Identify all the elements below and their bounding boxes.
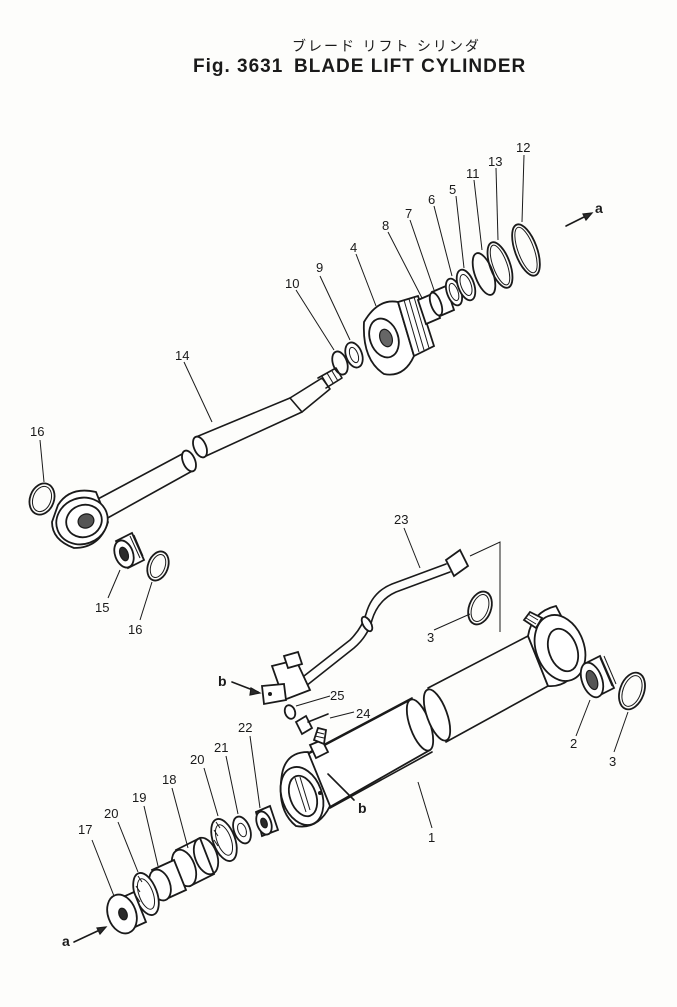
seal-9 bbox=[344, 341, 364, 369]
connector-b-left-arrow bbox=[231, 681, 262, 696]
title-japanese: ブレード リフト シリンダ bbox=[292, 38, 481, 55]
piston-end-17 bbox=[106, 890, 148, 935]
washer-25 bbox=[283, 704, 297, 720]
callout-10: 10 bbox=[285, 276, 299, 291]
cylinder-bottom-eye bbox=[522, 604, 587, 687]
connector-b-left: b bbox=[218, 673, 227, 689]
connector-a-top: a bbox=[595, 200, 603, 216]
bushing-2 bbox=[579, 654, 617, 699]
pipe-leader bbox=[469, 541, 501, 632]
snap-ring-16-upper bbox=[28, 482, 56, 516]
callout-23: 23 bbox=[394, 512, 408, 527]
rod-break-lower bbox=[181, 449, 197, 473]
callout-3-right: 3 bbox=[609, 754, 616, 769]
tube-break-rear bbox=[422, 688, 452, 742]
callout-2: 2 bbox=[570, 736, 577, 751]
rod-neck bbox=[289, 377, 331, 413]
tube-bottom-edge bbox=[329, 751, 433, 809]
callout-22: 22 bbox=[238, 720, 252, 735]
callout-7: 7 bbox=[405, 206, 412, 221]
bushing-15 bbox=[113, 531, 146, 570]
connector-a-bottom: a bbox=[62, 933, 70, 949]
pipe-flange bbox=[261, 650, 312, 706]
pipe-break bbox=[360, 615, 374, 633]
callout-16-lower: 16 bbox=[128, 622, 142, 637]
rod-assembly bbox=[28, 212, 594, 582]
callout-18: 18 bbox=[162, 772, 176, 787]
snap-ring-3-upper bbox=[467, 590, 493, 626]
tube-port-boss bbox=[308, 726, 330, 760]
connector-b-right: b bbox=[358, 800, 367, 816]
connector-b-right-arrow bbox=[327, 773, 355, 801]
title-english: BLADE LIFT CYLINDER bbox=[294, 56, 526, 77]
connector-labels: a a b b bbox=[62, 200, 603, 949]
piston-assembly bbox=[73, 804, 280, 943]
callout-17: 17 bbox=[78, 822, 92, 837]
bolt-24 bbox=[294, 713, 329, 736]
callout-6: 6 bbox=[428, 192, 435, 207]
leader-lines bbox=[39, 154, 629, 897]
callout-25: 25 bbox=[330, 688, 344, 703]
figure-number: Fig. 3631 bbox=[193, 56, 283, 77]
pipe-23 bbox=[261, 548, 470, 706]
callout-5: 5 bbox=[449, 182, 456, 197]
seal-5 bbox=[455, 268, 477, 302]
callout-13: 13 bbox=[488, 154, 502, 169]
callout-4: 4 bbox=[350, 240, 357, 255]
callout-8: 8 bbox=[382, 218, 389, 233]
rod-lower-section bbox=[95, 452, 195, 521]
nut-22 bbox=[254, 804, 280, 838]
callout-1: 1 bbox=[428, 830, 435, 845]
callout-16-upper: 16 bbox=[30, 424, 44, 439]
snap-ring-12 bbox=[511, 223, 541, 277]
callout-21: 21 bbox=[214, 740, 228, 755]
callout-9: 9 bbox=[316, 260, 323, 275]
callout-20-front: 20 bbox=[104, 806, 118, 821]
connector-a-top-arrow bbox=[565, 212, 594, 227]
cylinder-assembly bbox=[279, 590, 646, 828]
callout-11: 11 bbox=[466, 166, 480, 181]
rod-eye bbox=[51, 489, 109, 549]
connector-a-bottom-arrow bbox=[73, 926, 108, 943]
tube-top-edge bbox=[309, 697, 413, 753]
title-block: ブレード リフト シリンダ Fig. 3631 BLADE LIFT CYLIN… bbox=[193, 38, 526, 77]
callout-labels: 1 2 3 3 4 5 6 7 8 9 10 11 12 13 14 15 16… bbox=[30, 140, 616, 845]
piston-18 bbox=[170, 836, 220, 888]
washer-21 bbox=[232, 815, 252, 845]
callout-20-rear: 20 bbox=[190, 752, 204, 767]
callout-24: 24 bbox=[356, 706, 370, 721]
callout-15: 15 bbox=[95, 600, 109, 615]
callout-3-upper: 3 bbox=[427, 630, 434, 645]
gland-4 bbox=[362, 294, 436, 376]
callout-19: 19 bbox=[132, 790, 146, 805]
snap-ring-3-right bbox=[618, 671, 646, 711]
seal-10 bbox=[331, 350, 349, 376]
rod-upper-section bbox=[195, 397, 303, 457]
backup-ring-13 bbox=[486, 241, 514, 289]
callout-14: 14 bbox=[175, 348, 189, 363]
cylinder-head-end bbox=[279, 751, 331, 828]
snap-ring-16-lower bbox=[146, 550, 170, 582]
pipe-nut bbox=[444, 548, 470, 578]
callout-12: 12 bbox=[516, 140, 530, 155]
rod-break-upper bbox=[192, 435, 208, 459]
